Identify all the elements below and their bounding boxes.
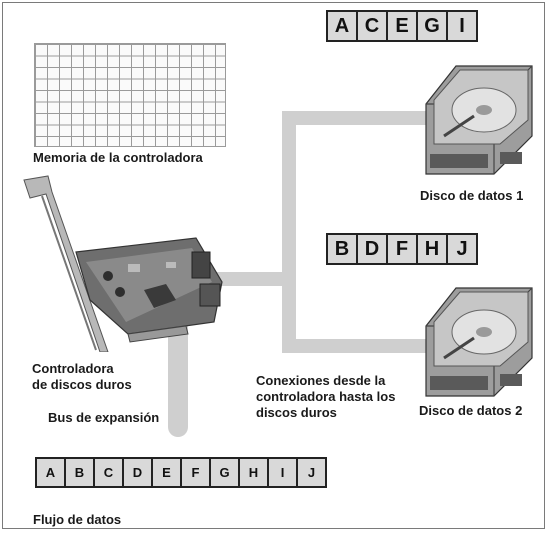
- expansion-bus: [168, 324, 188, 437]
- disk1-data-blocks: A C E G I: [326, 10, 478, 42]
- block-cell: J: [298, 459, 325, 486]
- connections-label: Conexiones desde la controladora hasta l…: [256, 373, 396, 420]
- block-cell: A: [328, 12, 356, 40]
- disk1-label: Disco de datos 1: [420, 188, 524, 203]
- block-cell: E: [388, 12, 416, 40]
- block-cell: F: [388, 235, 416, 263]
- block-cell: H: [418, 235, 446, 263]
- block-cell: G: [418, 12, 446, 40]
- block-cell: B: [66, 459, 93, 486]
- disk2-data-blocks: B D F H J: [326, 233, 478, 265]
- wire-to-disk2: [282, 279, 433, 353]
- block-cell: I: [269, 459, 296, 486]
- controller-memory-grid: [34, 43, 226, 147]
- block-cell: C: [358, 12, 386, 40]
- block-cell: J: [448, 235, 476, 263]
- flow-label: Flujo de datos: [33, 512, 122, 527]
- block-cell: I: [448, 12, 476, 40]
- block-cell: E: [153, 459, 180, 486]
- hard-disk-1-image: [425, 65, 533, 175]
- block-cell: H: [240, 459, 267, 486]
- bus-label: Bus de expansión: [48, 410, 160, 425]
- block-cell: C: [95, 459, 122, 486]
- controller-card-image: [23, 175, 223, 352]
- block-cell: F: [182, 459, 209, 486]
- block-cell: A: [37, 459, 64, 486]
- hard-disk-2-image: [425, 287, 533, 397]
- controller-label: Controladora de discos duros: [32, 361, 132, 392]
- block-cell: B: [328, 235, 356, 263]
- block-cell: G: [211, 459, 238, 486]
- wire-to-disk1: [200, 111, 433, 286]
- memory-label: Memoria de la controladora: [33, 150, 203, 165]
- disk2-label: Disco de datos 2: [419, 403, 523, 418]
- data-flow-blocks: A B C D E F G H I J: [35, 457, 327, 488]
- block-cell: D: [358, 235, 386, 263]
- block-cell: D: [124, 459, 151, 486]
